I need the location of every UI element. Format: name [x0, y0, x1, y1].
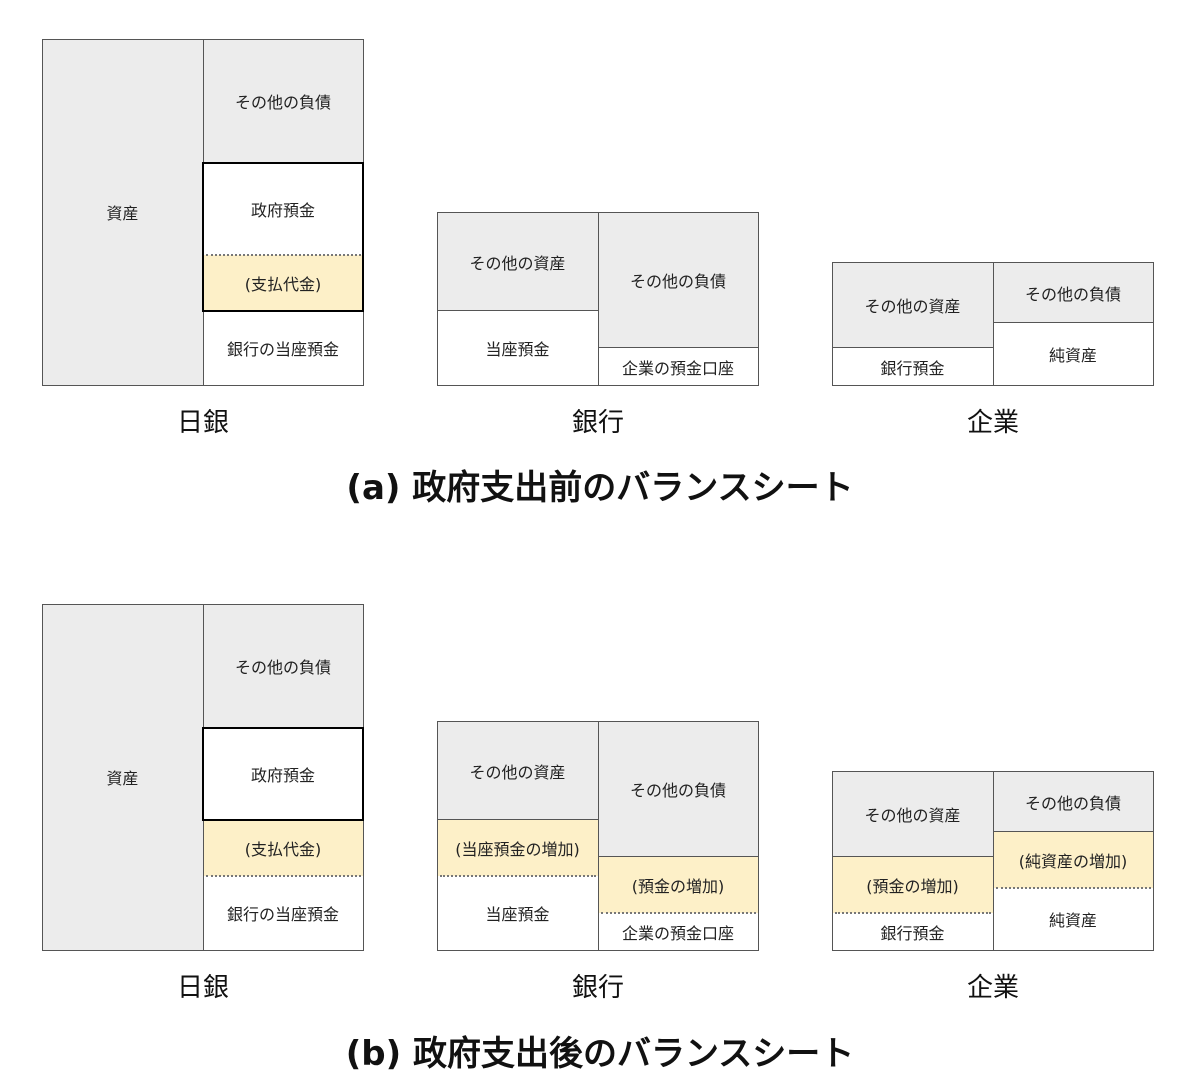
boj-bank-current-deposits: 銀行の当座預金: [203, 311, 363, 385]
boj-line: [203, 727, 363, 728]
bank-other-assets: その他の資産: [437, 721, 598, 820]
corp-other-liabilities: その他の負債: [993, 262, 1153, 323]
corp-line: [993, 322, 1153, 323]
bank-divider: [598, 212, 599, 386]
corp-net-assets: 純資産: [993, 888, 1153, 950]
boj-divider: [203, 39, 204, 386]
boj-line: [203, 310, 363, 311]
bank-other-liabilities: その他の負債: [598, 721, 758, 857]
corp-other-liabilities: その他の負債: [993, 771, 1153, 832]
corp-line: [993, 831, 1153, 832]
bank-other-assets: その他の資産: [437, 212, 598, 311]
bank-label: 銀行: [571, 408, 624, 438]
corp-bank-deposit: 銀行預金: [832, 348, 993, 385]
boj-gov-deposits: 政府預金: [203, 163, 363, 255]
bank-corp-deposit-account: 企業の預金口座: [598, 348, 758, 385]
caption-b: (b) 政府支出後のバランスシート: [345, 1034, 855, 1074]
bank-divider: [598, 721, 599, 951]
caption-a: (a) 政府支出前のバランスシート: [346, 468, 854, 508]
boj-other-liabilities: その他の負債: [203, 604, 363, 728]
bank-line: [598, 347, 758, 348]
bank-deposit-increase: (預金の増加): [598, 857, 758, 913]
bank-current-deposit-increase: (当座預金の増加): [437, 820, 598, 876]
corp-label: 企業: [966, 408, 1019, 438]
boj-label: 日銀: [176, 973, 229, 1003]
corp-deposit-increase: (預金の増加): [832, 857, 993, 913]
corp-dotted-line: [835, 912, 991, 914]
bank-line: [437, 819, 598, 820]
corp-dotted-line: [996, 887, 1151, 889]
boj-payment: (支払代金): [203, 820, 363, 876]
boj-dotted-line: [206, 875, 361, 877]
bank-other-liabilities: その他の負債: [598, 212, 758, 348]
boj-bank-current-deposits: 銀行の当座預金: [203, 876, 363, 950]
boj-dotted-line: [206, 254, 361, 256]
bank-label: 銀行: [571, 973, 624, 1003]
boj-line: [203, 163, 363, 164]
boj-divider: [203, 604, 204, 951]
bank-dotted-line: [601, 912, 756, 914]
bank-corp-deposit-account: 企業の預金口座: [598, 913, 758, 950]
boj-line: [203, 819, 363, 820]
bank-line: [437, 310, 598, 311]
boj-payment: (支払代金): [203, 255, 363, 311]
corp-line: [832, 347, 993, 348]
boj-other-liabilities: その他の負債: [203, 39, 363, 163]
boj-gov-deposits: 政府預金: [203, 728, 363, 820]
corp-label: 企業: [966, 973, 1019, 1003]
corp-divider: [993, 771, 994, 951]
boj-label: 日銀: [176, 408, 229, 438]
boj-assets: 資産: [42, 39, 203, 385]
corp-other-assets: その他の資産: [832, 262, 993, 348]
corp-divider: [993, 262, 994, 386]
boj-assets: 資産: [42, 604, 203, 950]
bank-line: [598, 856, 758, 857]
corp-line: [832, 856, 993, 857]
corp-bank-deposit: 銀行預金: [832, 913, 993, 950]
corp-net-assets: 純資産: [993, 323, 1153, 385]
bank-dotted-line: [440, 875, 596, 877]
corp-net-assets-increase: (純資産の増加): [993, 832, 1153, 888]
bank-current-deposits: 当座預金: [437, 876, 598, 950]
corp-other-assets: その他の資産: [832, 771, 993, 857]
bank-current-deposits: 当座預金: [437, 311, 598, 385]
